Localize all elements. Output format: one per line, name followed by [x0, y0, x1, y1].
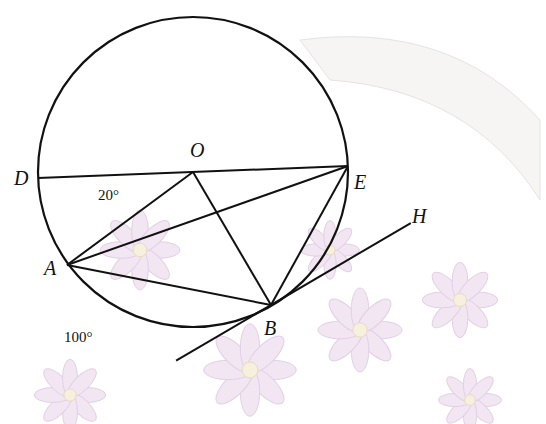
circle-figure	[38, 17, 411, 361]
flower-petal	[464, 373, 497, 406]
flower-center	[242, 362, 258, 378]
background-fan	[300, 37, 540, 200]
flower-petal	[325, 225, 355, 255]
flower-center	[353, 323, 367, 337]
segment	[271, 166, 348, 305]
segment	[67, 172, 193, 265]
angle-label: 100°	[64, 330, 93, 345]
segment	[67, 166, 348, 265]
circle-o	[38, 17, 348, 327]
point-label: D	[14, 168, 28, 188]
segment	[193, 172, 271, 305]
point-label: H	[412, 206, 426, 226]
flower-petal	[64, 364, 101, 401]
angle-label: 20°	[98, 188, 119, 203]
point-label: B	[264, 318, 276, 338]
segment	[67, 265, 271, 305]
flower-petal	[133, 216, 174, 257]
background-flowers	[34, 37, 540, 424]
flower-center	[133, 243, 147, 257]
point-label: A	[44, 258, 56, 278]
flower-center	[64, 389, 76, 401]
tangent-line	[176, 223, 411, 361]
flower-petal	[453, 268, 492, 307]
flower-center	[454, 294, 467, 307]
point-label: E	[354, 172, 366, 192]
flower-center	[465, 395, 476, 406]
point-label: O	[190, 140, 204, 160]
flower-petal	[352, 294, 396, 338]
